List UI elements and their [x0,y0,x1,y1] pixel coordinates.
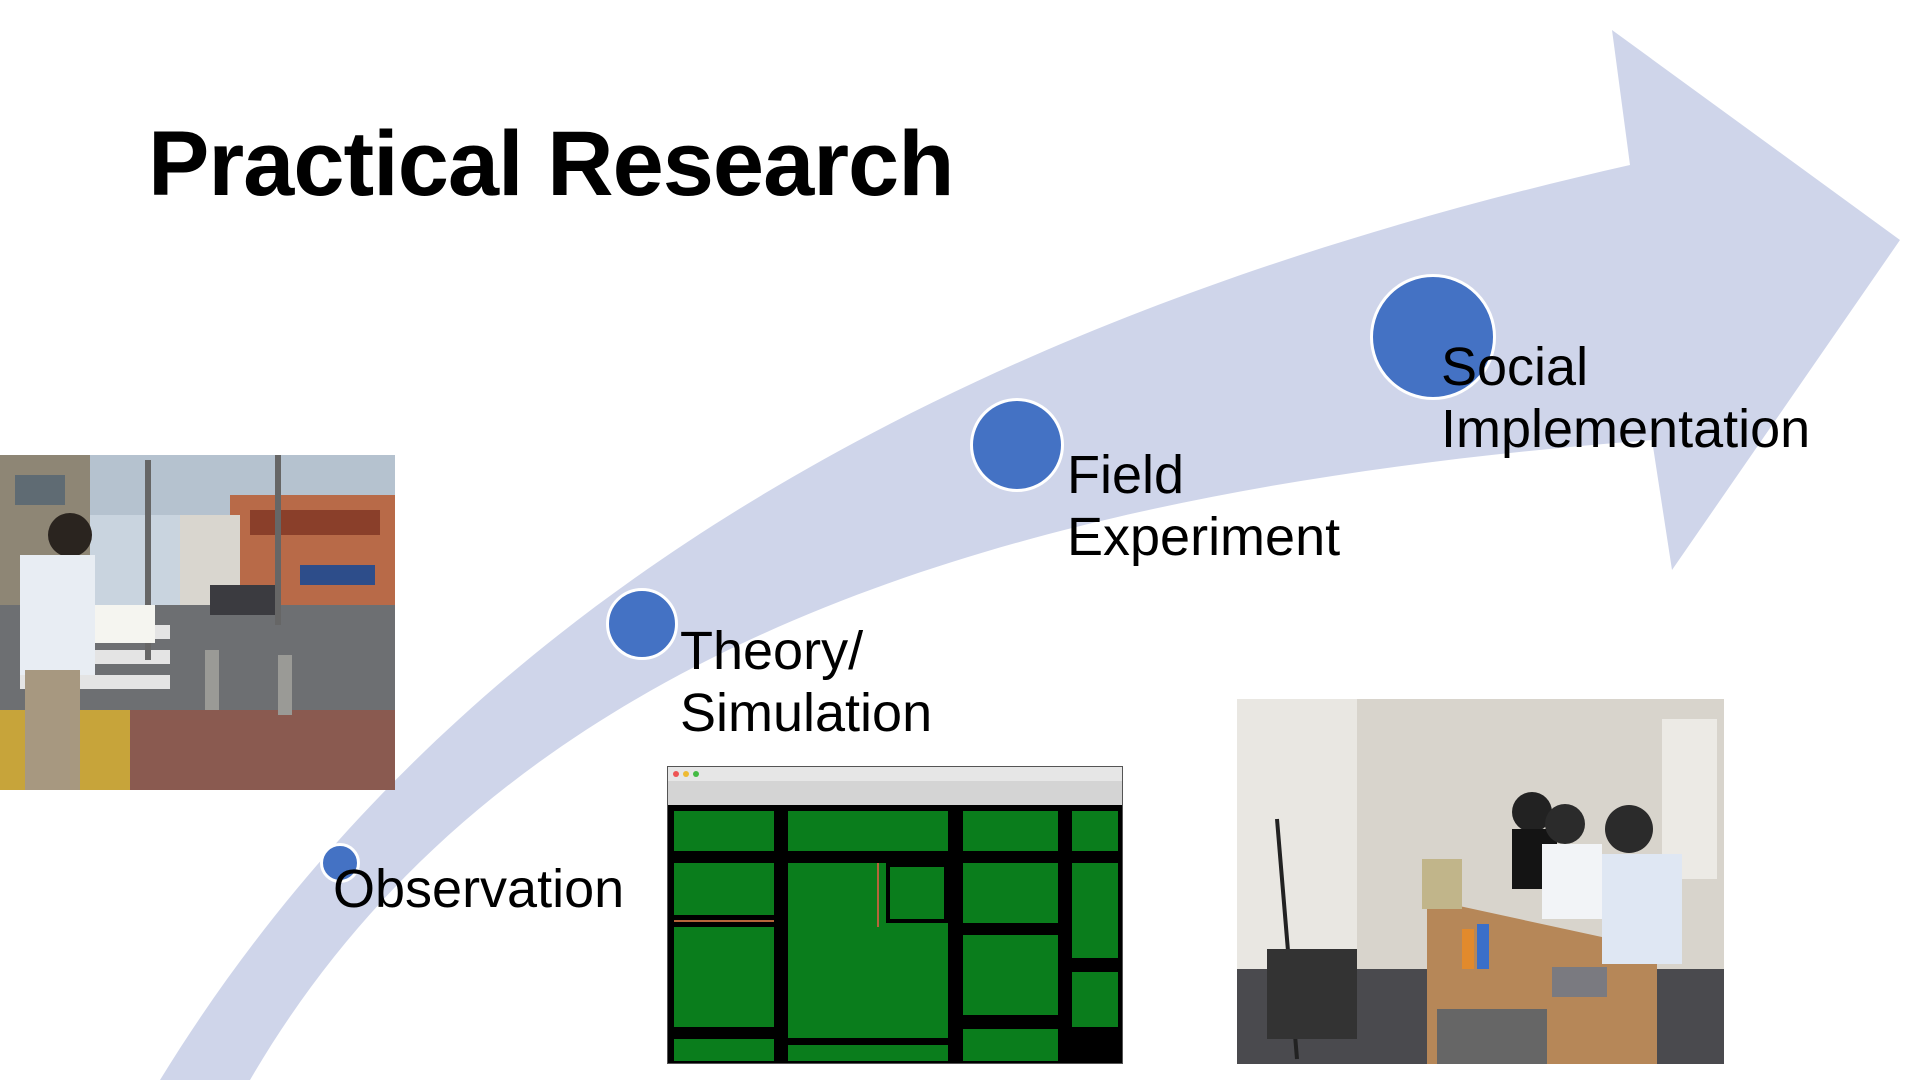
street-photo-icon [0,455,395,790]
stage-label-social: Social Implementation [1441,336,1810,460]
simulation-grid-icon [668,767,1122,1063]
lab-photo [1237,699,1724,1064]
stage-label-line: Observation [333,859,625,919]
stage-label-line: Simulation [680,683,933,743]
stage-dot-social [1370,274,1496,400]
stage-label-line: Implementation [1441,399,1811,459]
stage-label-line: Experiment [1067,507,1341,567]
stage-label-field: Field Experiment [1067,444,1340,568]
stage-dot-field [970,398,1064,492]
stage-label-line: Social [1441,337,1589,397]
stage-label-line: Field [1067,445,1185,505]
stage-label-line: Theory/ [680,621,864,681]
lab-photo-icon [1237,699,1724,1064]
observation-photo [0,455,395,790]
stage-dot-observation [320,843,360,883]
simulation-screenshot [667,766,1123,1064]
stage-label-theory: Theory/ Simulation [680,620,932,744]
stage-label-observation: Observation [333,858,624,920]
slide-title: Practical Research [148,113,954,215]
stage-dot-theory [606,588,678,660]
